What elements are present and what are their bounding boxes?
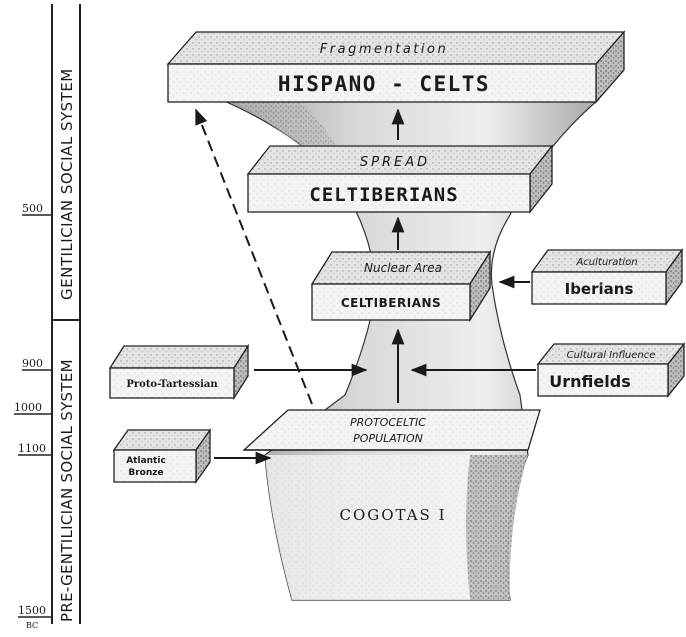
celtiberians-nuclear-label: CELTIBERIANS — [341, 296, 441, 310]
proto-tartessian-block[interactable]: Proto-Tartessian — [110, 346, 248, 398]
hispano-celts-top-label: Fragmentation — [320, 42, 448, 57]
tick-label: 1000 — [14, 401, 42, 414]
urnfields-block[interactable]: Cultural Influence Urnfields — [538, 344, 684, 396]
atlantic-bronze-line2: Bronze — [128, 468, 163, 478]
protoceltic-line2: POPULATION — [353, 432, 423, 445]
funnel-lower-stipple — [265, 455, 470, 600]
protoceltic-slab: PROTOCELTIC POPULATION — [244, 410, 540, 450]
upper-system-label: GENTILICIAN SOCIAL SYSTEM — [58, 68, 76, 300]
tick-1500: 1500 BC — [18, 604, 52, 630]
iberians-block[interactable]: Aculturation Iberians — [532, 250, 682, 304]
timeline: GENTILICIAN SOCIAL SYSTEM PRE-GENTILICIA… — [14, 4, 80, 630]
tick-label: 900 — [22, 357, 43, 370]
atlantic-bronze-block[interactable]: Atlantic Bronze — [114, 430, 210, 482]
protoceltic-line1: PROTOCELTIC — [350, 416, 426, 429]
proto-tartessian-top-face — [110, 346, 248, 368]
atlantic-bronze-line1: Atlantic — [126, 456, 166, 466]
tick-unit: BC — [26, 621, 38, 630]
hispano-celts-label: HISPANO - CELTS — [278, 72, 490, 96]
iberians-label: Iberians — [565, 280, 634, 298]
tick-900: 900 — [22, 357, 52, 370]
spread-top-label: SPREAD — [360, 155, 430, 170]
tick-label: 1500 — [18, 604, 46, 617]
lower-system-label: PRE-GENTILICIAN SOCIAL SYSTEM — [58, 359, 76, 622]
tick-500: 500 — [22, 202, 52, 215]
celtiberians-spread-label: CELTIBERIANS — [309, 184, 458, 206]
atlantic-bronze-top-face — [114, 430, 210, 450]
urnfields-label: Urnfields — [549, 372, 630, 391]
urnfields-top-label: Cultural Influence — [567, 350, 656, 361]
tick-label: 500 — [22, 202, 43, 215]
funnel-lower-shade — [466, 455, 528, 600]
nuclear-top-label: Nuclear Area — [364, 261, 442, 275]
celtiberians-spread-block[interactable]: SPREAD CELTIBERIANS — [248, 146, 552, 212]
hispano-celts-block[interactable]: Fragmentation HISPANO - CELTS — [168, 32, 624, 102]
cogotas-label: COGOTAS I — [339, 506, 446, 524]
proto-tartessian-label: Proto-Tartessian — [126, 379, 218, 390]
tick-1000: 1000 — [14, 401, 52, 414]
iberians-top-label: Aculturation — [575, 257, 637, 268]
tick-label: 1100 — [18, 442, 46, 455]
nuclear-area-block[interactable]: Nuclear Area CELTIBERIANS — [312, 252, 490, 320]
tick-1100: 1100 — [18, 442, 52, 455]
